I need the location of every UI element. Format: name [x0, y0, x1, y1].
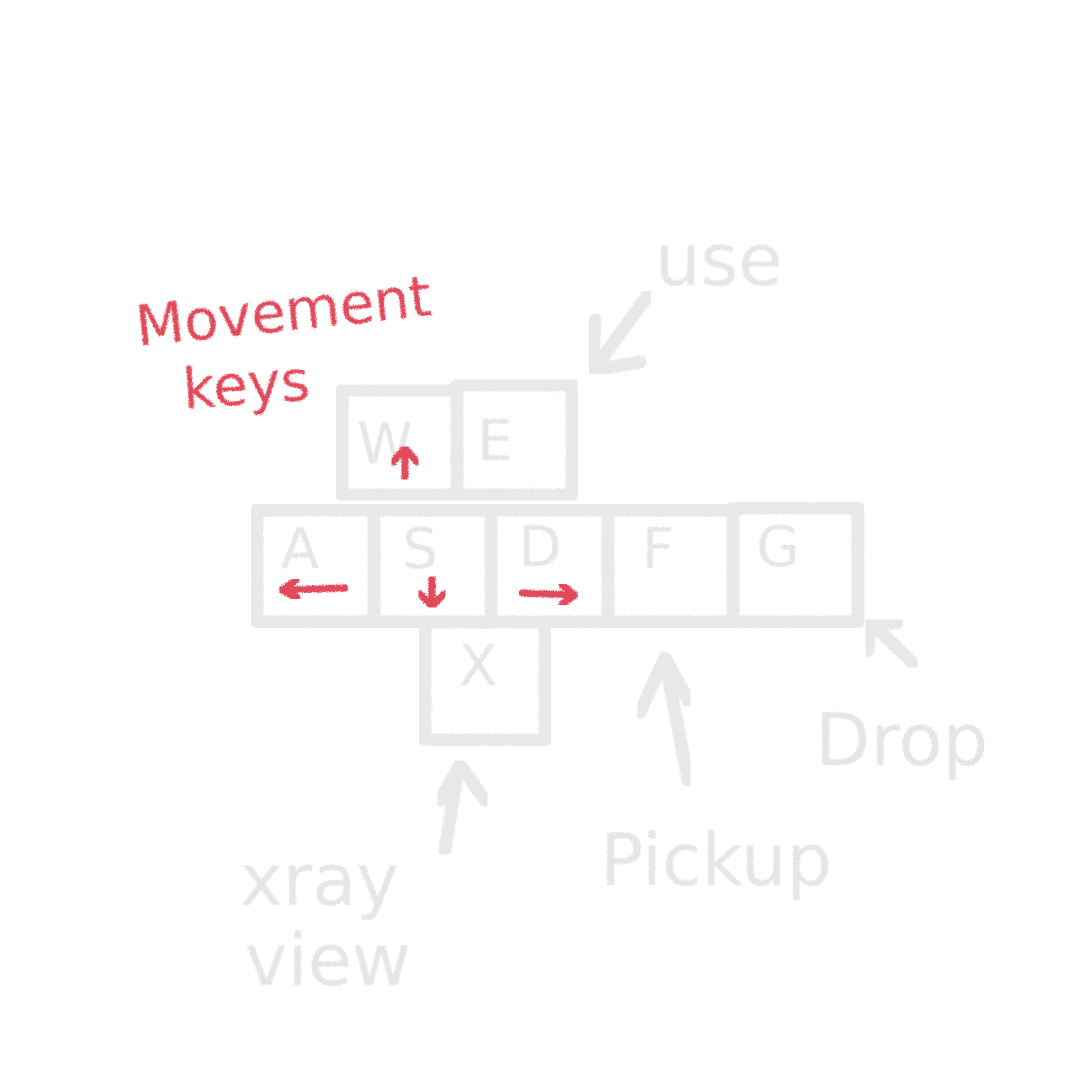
- key-e: E: [450, 378, 579, 502]
- xray-label-line2: view: [245, 918, 411, 1002]
- key-x-letter: X: [459, 634, 497, 699]
- key-a-letter: A: [281, 517, 319, 582]
- key-d-letter: D: [518, 515, 561, 580]
- up-arrow-icon: [389, 444, 421, 482]
- drop-arrow-icon: [861, 615, 922, 672]
- key-f: F: [601, 503, 740, 629]
- use-label: use: [655, 218, 782, 302]
- key-f-letter: F: [642, 517, 674, 582]
- pickup-arrow-icon: [633, 651, 695, 787]
- down-arrow-icon: [416, 574, 448, 610]
- movement-label-line1: Movement: [133, 264, 435, 360]
- key-d: D: [484, 503, 615, 629]
- pickup-label: Pickup: [600, 818, 832, 902]
- key-g-letter: G: [756, 515, 799, 580]
- use-arrow-icon: [585, 288, 655, 377]
- left-arrow-icon: [278, 576, 349, 602]
- right-arrow-icon: [518, 581, 579, 608]
- key-x: X: [418, 615, 552, 747]
- xray-label-line1: xray: [240, 838, 399, 922]
- key-w: W: [335, 383, 464, 502]
- key-a: A: [250, 503, 381, 629]
- key-g: G: [726, 501, 865, 629]
- key-s-letter: S: [402, 517, 438, 582]
- movement-label-line2: keys: [181, 349, 312, 423]
- key-e-letter: E: [477, 409, 512, 474]
- drop-label: Drop: [815, 698, 988, 782]
- xray-arrow-icon: [433, 758, 492, 857]
